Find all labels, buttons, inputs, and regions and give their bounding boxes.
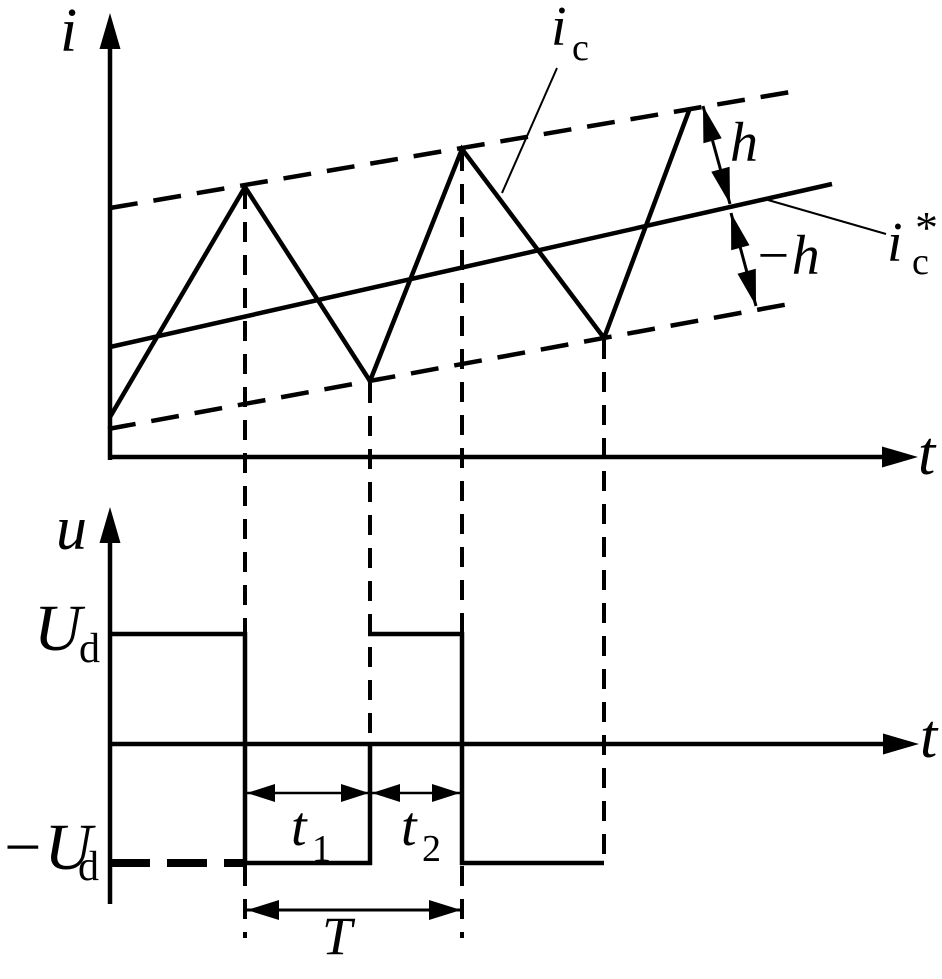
period-T-label: T [322, 906, 356, 966]
t1-dimension-arrow-left-head [247, 784, 275, 802]
reference-current-line [109, 181, 833, 350]
pos-ud-level-label: U d [34, 592, 100, 672]
period-dimension-arrow-left-head [247, 900, 279, 920]
lower-hysteresis-band-dashed [107, 299, 801, 432]
t1-dimension-arrow-right-head [341, 784, 369, 802]
top-x-axis-label: t [918, 420, 937, 488]
h-band-dimension-arrow-right-head [711, 166, 730, 204]
bottom-y-axis-arrowhead [99, 507, 121, 543]
bottom-voltage-chart [99, 507, 919, 920]
actual-current-leader-line [501, 67, 558, 194]
neg-h-band-dimension-arrow-left-head [731, 213, 750, 251]
t2-dimension-arrow-left-head [372, 784, 400, 802]
top-current-chart [99, 13, 918, 468]
sync-dashed-verticals [243, 151, 606, 938]
period-dimension-arrow-right-head [429, 900, 461, 920]
reference-current-leader-line [767, 199, 887, 235]
neg-h-band-dimension-arrow-right-head [737, 268, 756, 306]
reference-current-label: i * c [887, 202, 942, 283]
t1-interval-label: t 1 [291, 796, 331, 870]
top-y-axis-label: i [60, 0, 77, 65]
bottom-x-axis-arrowhead [883, 733, 919, 755]
bottom-y-axis-label: u [56, 495, 87, 563]
top-y-axis-arrowhead [99, 13, 121, 49]
h-band-dimension-arrow-left-head [703, 106, 722, 144]
upper-hysteresis-band-dashed [109, 87, 803, 211]
upper-band-h-label: h [730, 112, 758, 174]
t2-interval-label: t 2 [401, 796, 441, 870]
lower-band-neg-h-label: −h [754, 225, 820, 287]
top-x-axis-arrowhead [882, 446, 918, 468]
t2-dimension-arrow-right-head [432, 784, 460, 802]
actual-current-label: i c [551, 0, 589, 69]
bottom-x-axis-label: t [920, 703, 939, 771]
actual-current-waveform [108, 107, 693, 419]
neg-ud-level-label: −U d [0, 811, 99, 890]
